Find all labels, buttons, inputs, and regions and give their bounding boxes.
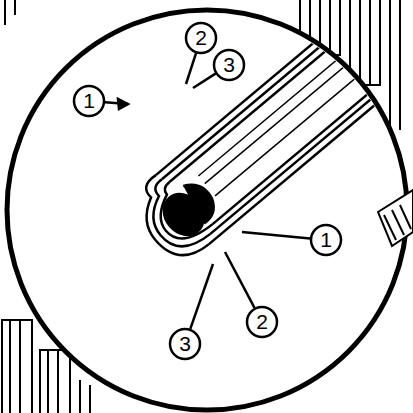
lens-circle — [7, 10, 407, 410]
callout-number: 3 — [216, 52, 242, 78]
threaded-pipe — [378, 190, 413, 246]
leader-line — [193, 74, 216, 88]
leader-line — [186, 53, 196, 84]
callout-circle — [311, 225, 341, 255]
callout-circle — [186, 23, 216, 53]
leader-line — [190, 264, 213, 329]
leader-line — [225, 252, 255, 308]
callout-number: 2 — [188, 25, 214, 51]
callout-circle — [214, 50, 244, 80]
callout-circle — [247, 307, 277, 337]
tube-body — [124, 0, 413, 269]
arrow-head — [118, 99, 128, 109]
callout-number: 1 — [313, 227, 339, 253]
callout-circle — [170, 329, 200, 359]
callout-number: 3 — [172, 331, 198, 357]
callout-number: 1 — [76, 88, 102, 114]
leader-line — [242, 232, 310, 238]
callout-circle — [74, 86, 104, 116]
callout-number: 2 — [249, 309, 275, 335]
